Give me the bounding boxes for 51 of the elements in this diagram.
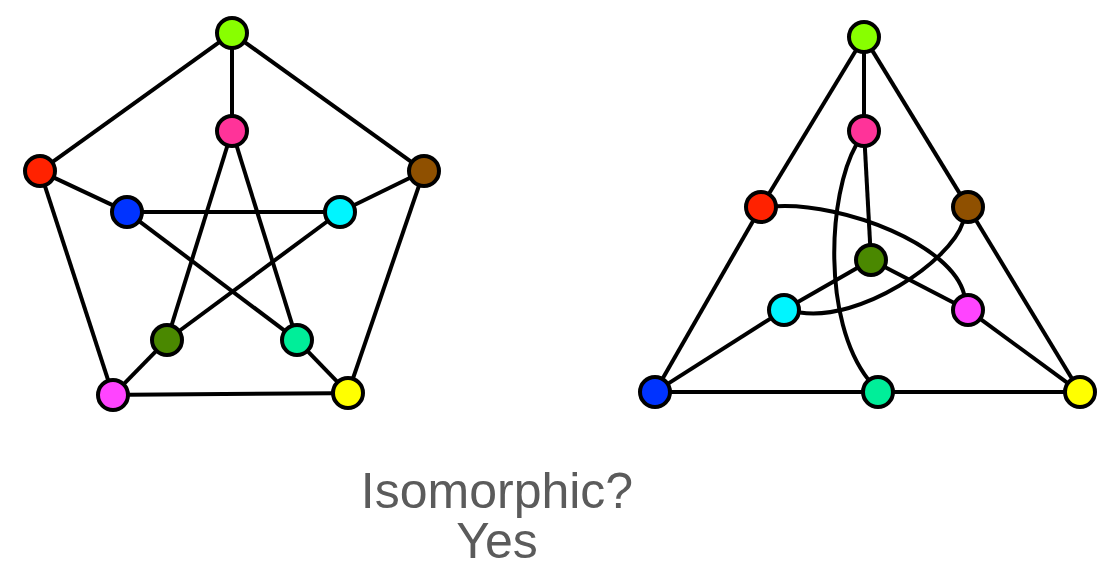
graph-edge <box>767 49 858 195</box>
caption-text: Isomorphic? <box>360 466 634 516</box>
graph-edge <box>230 49 234 115</box>
vertex-circle <box>23 154 57 188</box>
graph-edge <box>306 350 339 383</box>
vertex-circle <box>847 20 881 54</box>
graph-edge <box>122 350 158 385</box>
vertex-circle <box>767 293 801 327</box>
vertex-circle <box>861 375 895 409</box>
vertex-circle <box>951 190 985 224</box>
graph-edge <box>776 204 967 296</box>
vertex-circle <box>951 293 985 327</box>
graph-edge <box>884 265 955 305</box>
vertex-circle <box>638 375 672 409</box>
graph-edge <box>870 49 962 195</box>
graph-edge <box>974 219 1074 380</box>
graph-edge <box>353 176 411 207</box>
vertex-circle <box>1063 375 1097 409</box>
vertex-circle <box>323 195 357 229</box>
graph-edge <box>129 391 332 397</box>
graph-edge <box>667 316 772 386</box>
graph-edge <box>178 219 329 333</box>
vertex-circle <box>854 243 888 277</box>
vertex-circle <box>215 16 249 50</box>
graph-edge <box>832 144 870 381</box>
graph-edge <box>862 146 873 245</box>
vertex-circle <box>96 378 130 412</box>
graph-edge <box>894 390 1064 394</box>
graph-edge <box>143 210 324 214</box>
graph-edge <box>243 40 413 164</box>
graph-edge <box>862 53 866 115</box>
graph-edge <box>661 219 755 380</box>
vertex-circle <box>150 323 184 357</box>
graph-edge <box>799 221 965 316</box>
vertex-circle <box>744 190 778 224</box>
graph-edge <box>796 266 859 304</box>
vertex-circle <box>110 195 144 229</box>
graph-edge <box>53 176 114 207</box>
graph-edge <box>351 185 421 379</box>
graph-edge <box>234 145 295 326</box>
vertex-circle <box>407 154 441 188</box>
graph-edge <box>979 317 1069 385</box>
graph-edge <box>43 185 110 381</box>
vertex-circle <box>331 376 365 410</box>
vertex-circle <box>215 114 249 148</box>
graph-edge <box>169 145 230 326</box>
vertex-circle <box>847 114 881 148</box>
graph-edge <box>51 40 221 164</box>
graph-edge <box>671 390 862 394</box>
graph-edge <box>138 220 286 332</box>
vertex-circle <box>280 323 314 357</box>
